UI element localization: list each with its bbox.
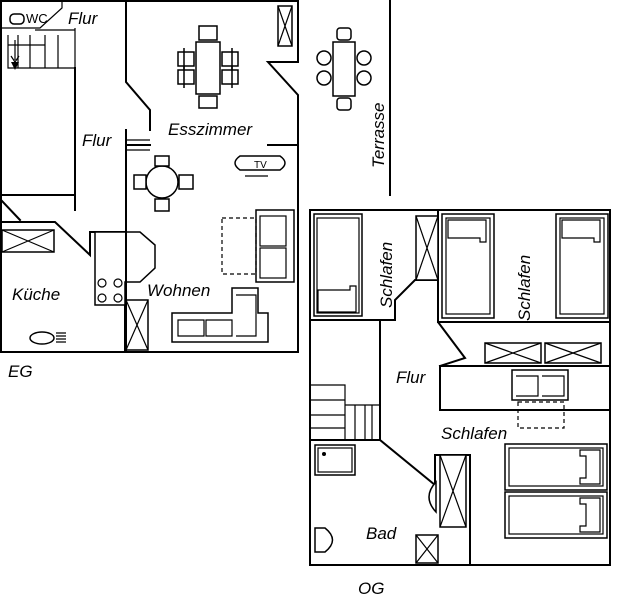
dining-chair [198,25,218,41]
sofa-corner-cushions [177,294,257,337]
room-label-flur-top: Flur [68,9,99,28]
shower [314,444,356,476]
dining-chair [198,95,218,109]
round-table-chair [154,155,170,167]
window-cross [484,342,542,364]
floor-plan-og [309,209,611,566]
room-label-kueche: Küche [12,285,60,304]
terrace-chair [356,50,372,66]
wardrobe-cross [439,454,467,528]
stove-burner-icon [97,293,107,303]
stove-burner-icon [113,293,123,303]
stairs-arrow-head-icon [11,62,19,70]
round-table-chair [133,174,147,190]
shower-tray [317,447,353,473]
bed-frame [445,217,491,315]
kitchen-cabinet-cross [125,299,149,351]
round-table-chair [154,198,170,212]
armchair [511,369,569,401]
esszimmer-door [126,139,150,151]
bed [555,213,609,319]
kitchen-window-cross [1,229,55,253]
terrace-chair [316,70,332,86]
stove-burner-icon [113,278,123,288]
terrace-boundary [297,0,391,196]
tv-label: TV [254,160,267,171]
room-label-wc: WC [26,11,48,26]
room-label-wohnen: Wohnen [147,281,210,300]
esszimmer-window-cross [277,5,293,47]
room-label-bad: Bad [366,524,397,543]
og-stairs [310,384,380,440]
terrace-chair [336,27,352,41]
terrace-table [332,41,356,97]
room-label-esszimmer: Esszimmer [168,120,253,139]
terrace-chair [336,97,352,111]
eg-flur-wall [0,67,76,222]
eg-stairs [7,28,76,69]
bath-cabinet-cross [415,534,439,564]
bed [504,443,608,491]
terrace-chair [356,70,372,86]
toilet-icon [9,13,25,25]
pillow-icon [317,285,357,313]
terrace-chair [316,50,332,66]
esszimmer-wall [125,129,299,353]
sofa-right-seat [259,215,287,247]
sink-drain-icon [56,332,66,343]
washbasin-icon [428,480,437,514]
dining-chair [221,48,239,70]
bed [504,491,608,539]
bed-frame [508,447,604,487]
room-label-flur: Flur [82,131,113,150]
stove-burner-icon [97,278,107,288]
side-table-outline [517,401,565,429]
bed [313,213,363,317]
dining-table [195,41,221,95]
window-cross [544,342,602,364]
floor-label-og: OG [358,579,384,598]
wc-wall [1,1,63,29]
floor-plan-eg: TV [0,0,391,353]
dining-chair [177,48,195,70]
bed [441,213,495,319]
room-label-schlafen-2: Schlafen [515,255,534,321]
tv-icon [234,155,286,171]
round-table [145,165,179,199]
dining-chair [177,66,195,88]
room-label-schlafen-3: Schlafen [441,424,507,443]
pillow-icon [561,219,601,243]
pillow-icon [447,219,487,243]
shower-drain-icon [322,452,326,456]
bed-frame [316,217,360,314]
bed-frame [508,495,604,535]
dining-chair [221,66,239,88]
sofa-corner [171,287,269,343]
room-label-schlafen-1: Schlafen [377,242,396,308]
toilet-icon [314,527,334,553]
bed-frame [559,217,605,315]
wardrobe-cross [415,215,439,281]
pillow-icon [579,449,601,485]
room-label-terrasse: Terrasse [369,102,388,168]
coffee-table-outline [221,217,257,275]
room-label-og-flur: Flur [396,368,427,387]
pillow-icon [579,497,601,533]
og-outer-wall [309,209,611,566]
floor-label-eg: EG [8,362,33,381]
armchair-cushions [516,375,565,397]
sink-icon [29,331,55,345]
sofa-right-seat [259,247,287,279]
round-table-chair [178,174,194,190]
